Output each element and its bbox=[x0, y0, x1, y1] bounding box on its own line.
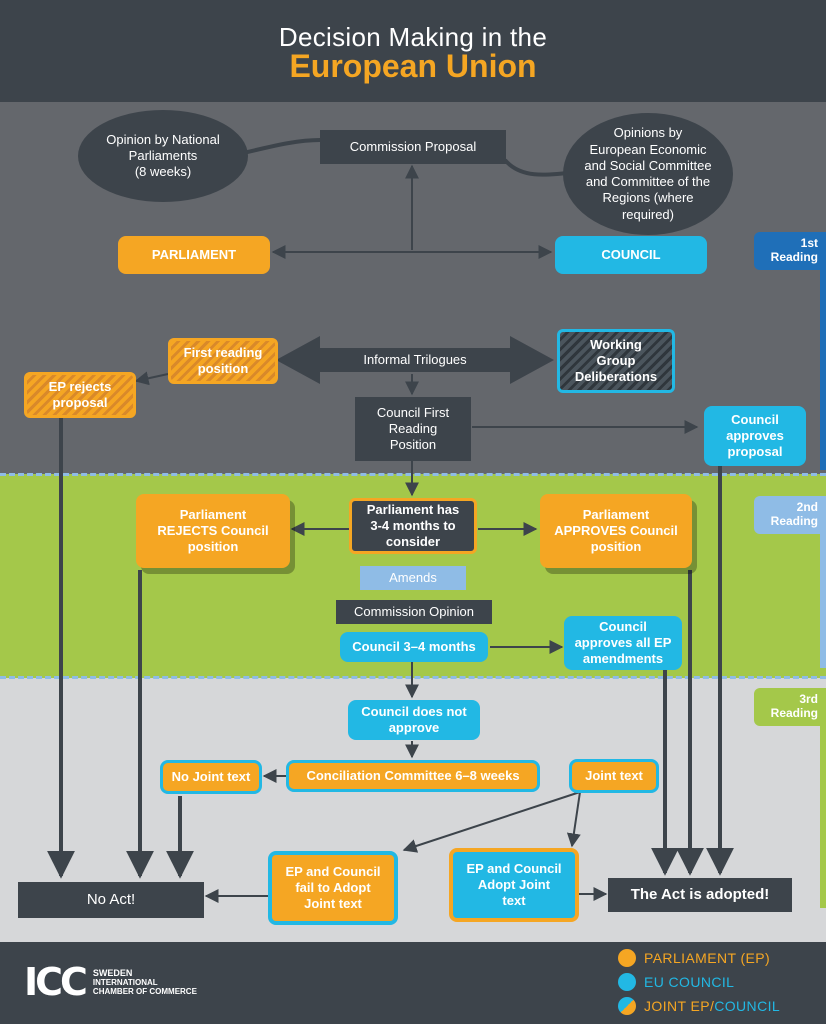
third-reading-bar bbox=[820, 688, 826, 908]
council-approves-all-amendments: Council approves all EP amendments bbox=[564, 616, 682, 670]
parliament-consider-period: Parliament has 3-4 months to consider bbox=[349, 498, 477, 554]
council-period: Council 3–4 months bbox=[340, 632, 488, 662]
second-reading-bar bbox=[820, 496, 826, 668]
legend-parliament: PARLIAMENT (EP) bbox=[618, 949, 770, 967]
title-line-2: European Union bbox=[289, 48, 537, 84]
header: Decision Making in the European Union bbox=[0, 0, 826, 102]
council-approves-proposal: Council approves proposal bbox=[704, 406, 806, 466]
joint-legend-dot bbox=[618, 997, 636, 1015]
council-does-not-approve: Council does not approve bbox=[348, 700, 480, 740]
act-adopted-result: The Act is adopted! bbox=[608, 878, 792, 912]
no-act-result: No Act! bbox=[18, 882, 204, 918]
logo-line-3: CHAMBER OF COMMERCE bbox=[92, 987, 197, 997]
parliament-approves-council-position: Parliament APPROVES Council position bbox=[540, 494, 692, 568]
legend-joint: JOINT EP/COUNCIL bbox=[618, 997, 780, 1015]
icc-logo: ICC SWEDEN INTERNATIONAL CHAMBER OF COMM… bbox=[24, 960, 197, 1004]
joint-legend-label-ep: JOINT EP/ bbox=[644, 998, 715, 1014]
icc-logo-mark: ICC bbox=[24, 960, 88, 1004]
ep-council-fail-to-adopt: EP and Council fail to Adopt Joint text bbox=[268, 851, 398, 925]
ep-rejects-proposal: EP rejects proposal bbox=[24, 372, 136, 418]
commission-proposal: Commission Proposal bbox=[320, 130, 506, 164]
joint-text: Joint text bbox=[569, 759, 659, 793]
council-legend-label: EU COUNCIL bbox=[644, 974, 735, 990]
icc-logo-text: SWEDEN INTERNATIONAL CHAMBER OF COMMERCE bbox=[93, 968, 197, 997]
amends-label: Amends bbox=[360, 566, 466, 590]
legend-council: EU COUNCIL bbox=[618, 973, 734, 991]
national-parliaments-opinion: Opinion by National Parliaments (8 weeks… bbox=[78, 110, 248, 202]
first-reading-bar bbox=[820, 232, 826, 470]
logo-line-2: INTERNATIONAL bbox=[92, 977, 158, 987]
second-reading-tab: 2nd Reading bbox=[754, 496, 826, 534]
parliament-box: PARLIAMENT bbox=[118, 236, 270, 274]
conciliation-committee: Conciliation Committee 6–8 weeks bbox=[286, 760, 540, 792]
informal-trilogues-label: Informal Trilogues bbox=[363, 351, 467, 367]
no-joint-text: No Joint text bbox=[160, 760, 262, 794]
ep-council-adopt-joint-text: EP and Council Adopt Joint text bbox=[449, 848, 579, 922]
council-legend-dot bbox=[618, 973, 636, 991]
first-reading-tab: 1st Reading bbox=[754, 232, 826, 270]
commission-opinion: Commission Opinion bbox=[336, 600, 492, 624]
parliament-rejects-council-position: Parliament REJECTS Council position bbox=[136, 494, 290, 568]
title-line-1: Decision Making in the bbox=[278, 22, 548, 52]
third-reading-tab: 3rd Reading bbox=[754, 688, 826, 726]
joint-legend-label-council: COUNCIL bbox=[714, 998, 781, 1014]
first-reading-position: First reading position bbox=[168, 338, 278, 384]
footer bbox=[0, 942, 826, 1024]
parliament-legend-dot bbox=[618, 949, 636, 967]
committees-opinion: Opinions by European Economic and Social… bbox=[563, 113, 733, 235]
working-group-deliberations: Working Group Deliberations bbox=[557, 329, 675, 393]
council-box: COUNCIL bbox=[555, 236, 707, 274]
logo-line-1: SWEDEN bbox=[92, 967, 133, 978]
parliament-legend-label: PARLIAMENT (EP) bbox=[644, 950, 771, 966]
council-first-reading-position: Council First Reading Position bbox=[355, 397, 471, 461]
